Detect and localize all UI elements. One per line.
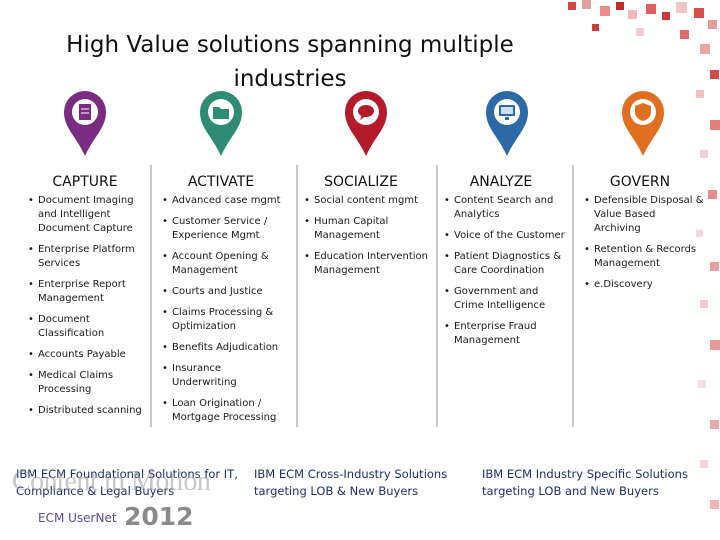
- column-divider: [150, 165, 152, 427]
- list-item: Accounts Payable: [28, 348, 142, 362]
- list-item: Patient Diagnostics & Care Coordination: [444, 250, 566, 278]
- list-item: Defensible Disposal & Value Based Archiv…: [584, 194, 704, 236]
- list-item: Claims Processing & Optimization: [162, 306, 287, 334]
- list-item: Courts and Justice: [162, 285, 287, 299]
- list-item: Enterprise Fraud Management: [444, 320, 566, 348]
- footer-cross-industry: IBM ECM Cross-Industry Solutions targeti…: [254, 467, 448, 498]
- document-icon: [79, 104, 91, 120]
- list-item: Advanced case mgmt: [162, 194, 287, 208]
- brand-usernet: ECM UserNet: [38, 511, 117, 525]
- analyze-list: Content Search and Analytics Voice of th…: [444, 194, 566, 355]
- list-item: Enterprise Report Management: [28, 278, 142, 306]
- govern-pin-icon: [622, 91, 664, 156]
- list-item: Government and Crime Intelligence: [444, 285, 566, 313]
- list-item: e.Discovery: [584, 278, 704, 292]
- column-divider: [436, 165, 438, 427]
- page-title: High Value solutions spanning multiple i…: [66, 32, 514, 92]
- column-divider: [296, 165, 298, 427]
- list-item: Education Intervention Management: [304, 250, 428, 278]
- mosaic-squares: [568, 0, 720, 509]
- list-item: Account Opening & Management: [162, 250, 287, 278]
- list-item: Loan Origination / Mortgage Processing: [162, 397, 287, 425]
- footer-industry-specific: IBM ECM Industry Specific Solutions targ…: [482, 467, 688, 498]
- list-item: Content Search and Analytics: [444, 194, 566, 222]
- column-divider: [572, 165, 574, 427]
- socialize-list: Social content mgmt Human Capital Manage…: [304, 194, 428, 285]
- decorative-mosaic: [568, 0, 720, 509]
- chat-bubble-icon: [358, 105, 374, 120]
- footer-foundational: IBM ECM Foundational Solutions for IT, C…: [16, 467, 238, 498]
- list-item: Document Imaging and Intelligent Documen…: [28, 194, 142, 236]
- brand-year: 2012: [124, 502, 194, 531]
- govern-list: Defensible Disposal & Value Based Archiv…: [584, 194, 704, 299]
- analyze-pin-icon: [486, 91, 528, 156]
- list-item: Medical Claims Processing: [28, 369, 142, 397]
- monitor-icon: [499, 105, 515, 120]
- shield-icon: [635, 103, 651, 121]
- list-item: Document Classification: [28, 313, 142, 341]
- list-item: Human Capital Management: [304, 215, 428, 243]
- activate-pin-icon: [200, 91, 242, 156]
- list-item: Insurance Underwriting: [162, 362, 287, 390]
- list-item: Benefits Adjudication: [162, 341, 287, 355]
- capture-list: Document Imaging and Intelligent Documen…: [28, 194, 142, 425]
- folder-icon: [213, 107, 229, 119]
- capture-heading: CAPTURE: [52, 174, 118, 190]
- list-item: Enterprise Platform Services: [28, 243, 142, 271]
- list-item: Distributed scanning: [28, 404, 142, 418]
- analyze-heading: ANALYZE: [469, 174, 533, 190]
- brand-logo-text: Content in Motion: [12, 466, 211, 497]
- activate-heading: ACTIVATE: [187, 174, 255, 190]
- socialize-heading: SOCIALIZE: [324, 174, 398, 190]
- socialize-pin-icon: [345, 91, 387, 156]
- capture-pin-icon: [64, 91, 106, 156]
- activate-list: Advanced case mgmt Customer Service / Ex…: [162, 194, 287, 432]
- list-item: Social content mgmt: [304, 194, 428, 208]
- list-item: Voice of the Customer: [444, 229, 566, 243]
- list-item: Retention & Records Management: [584, 243, 704, 271]
- govern-heading: GOVERN: [609, 174, 671, 190]
- list-item: Customer Service / Experience Mgmt: [162, 215, 287, 243]
